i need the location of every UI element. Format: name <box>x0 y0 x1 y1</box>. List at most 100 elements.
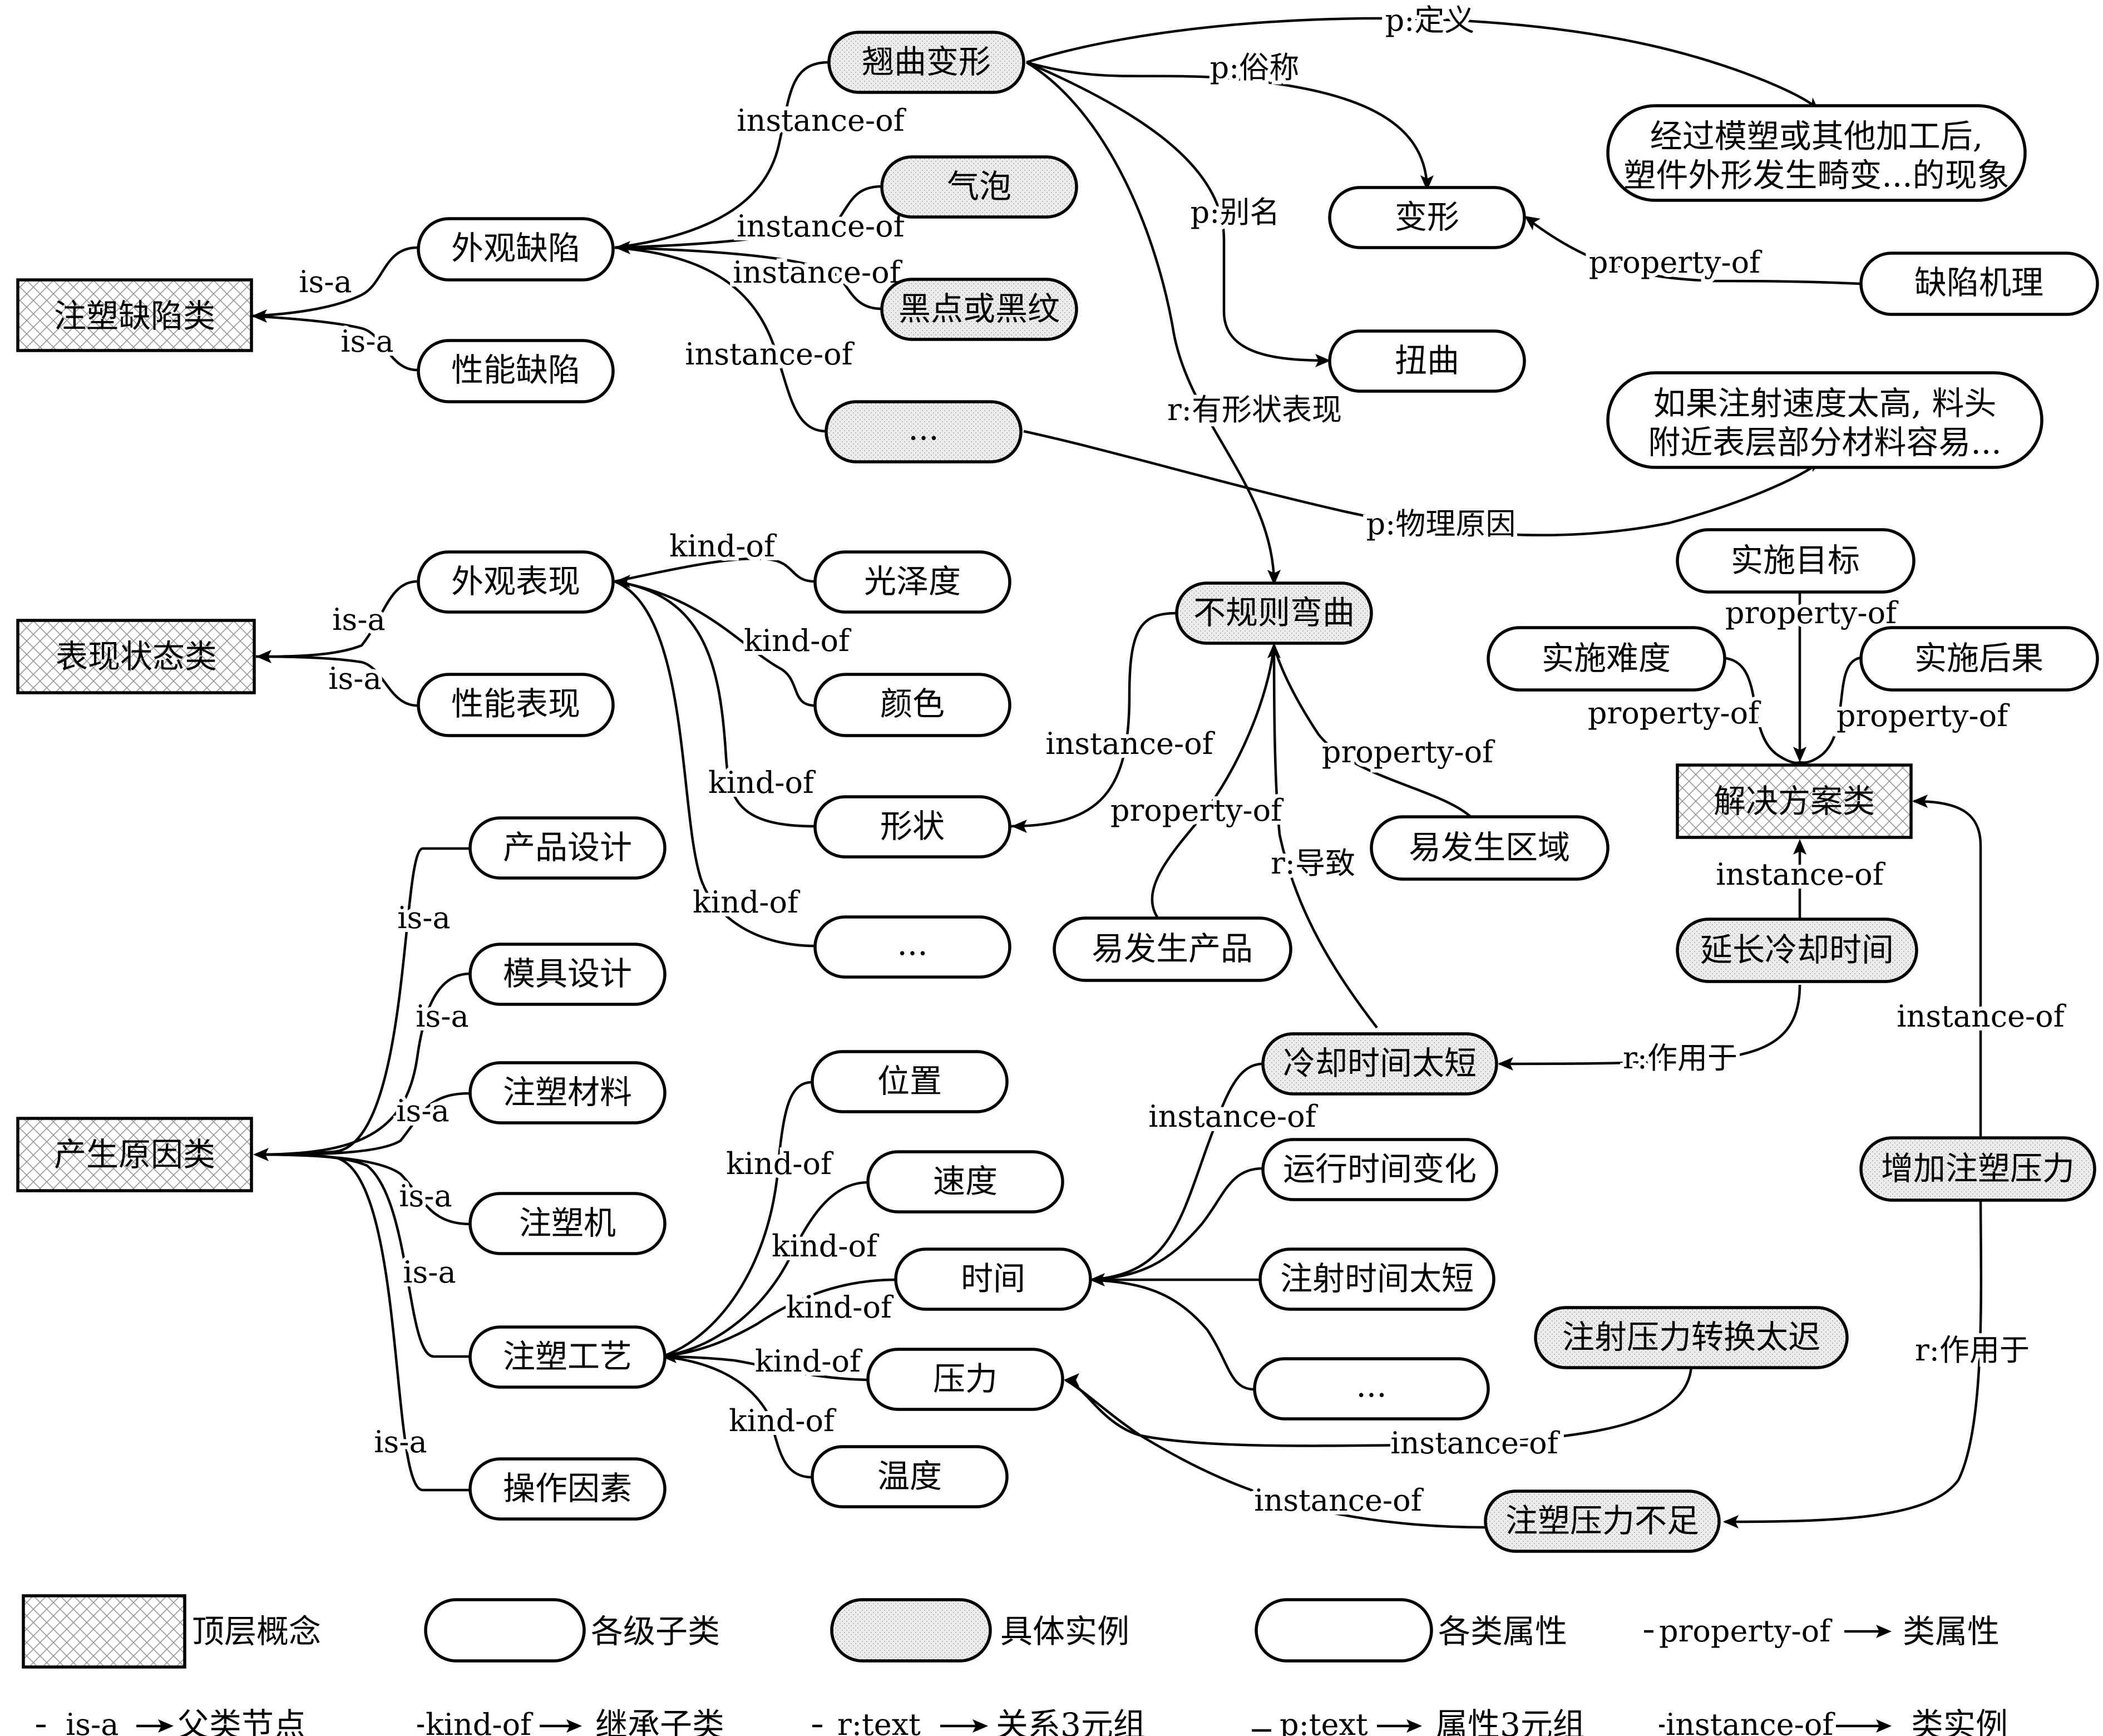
node-xingneng-biaoxian[interactable]: 性能表现 <box>417 673 615 737</box>
svg-text:颜色: 颜色 <box>880 685 945 723</box>
node-zhushe-yali-zhuanhuan[interactable]: 注射压力转换太迟 <box>1534 1306 1849 1369</box>
label-p-bieming: p:别名 <box>1191 195 1280 230</box>
node-zhusu-cailiao[interactable]: 注塑材料 <box>468 1061 667 1125</box>
node-zhusu-gongyi[interactable]: 注塑工艺 <box>468 1325 667 1389</box>
svg-text:...: ... <box>1356 1367 1386 1404</box>
label-r-xingzhuang: r:有形状表现 <box>1167 392 1342 427</box>
node-dingyi[interactable]: 经过模塑或其他加工后, 塑件外形发生畸变...的现象 <box>1606 104 2027 202</box>
svg-text:实施目标: 实施目标 <box>1731 541 1860 579</box>
node-weizhi[interactable]: 位置 <box>811 1050 1009 1113</box>
arrowhead-waiguan-quexian <box>615 241 630 254</box>
node-qiaoqu-bianxing[interactable]: 翘曲变形 <box>827 31 1025 94</box>
node-chansheng-yuanyin-lei[interactable]: 产生原因类 <box>16 1117 253 1192</box>
label-inst-qipao: instance-of <box>737 209 906 244</box>
svg-text:易发生区域: 易发生区域 <box>1409 828 1570 866</box>
svg-text:注射时间太短: 注射时间太短 <box>1280 1260 1474 1298</box>
svg-text:变形: 变形 <box>1395 198 1459 236</box>
label-inst-lengque: instance-of <box>1148 1099 1318 1134</box>
node-chanpin-sheji[interactable]: 产品设计 <box>468 816 667 880</box>
node-yanse[interactable]: 颜色 <box>813 673 1011 737</box>
svg-text:模具设计: 模具设计 <box>503 955 632 993</box>
node-lengque-taiduan[interactable]: 冷却时间太短 <box>1261 1032 1498 1096</box>
node-zhusuji[interactable]: 注塑机 <box>468 1192 667 1255</box>
node-zengjia-yali[interactable]: 增加注塑压力 <box>1859 1136 2096 1202</box>
edge-prop-quyu <box>1272 645 1487 846</box>
node-niuqu[interactable]: 扭曲 <box>1328 329 1526 393</box>
edge-inst-zhuanhuan <box>1065 1363 1693 1447</box>
arrowhead-yali <box>1064 1373 1079 1387</box>
label-prop-mubiao: property-of <box>1725 595 1899 630</box>
svg-text:扭曲: 扭曲 <box>1395 342 1459 379</box>
edge-inst-buzu <box>1064 1379 1486 1529</box>
node-yali[interactable]: 压力 <box>866 1348 1064 1411</box>
arrowhead-bianxing-top <box>1420 175 1434 191</box>
node-zhusu-quexian-lei[interactable]: 注塑缺陷类 <box>16 278 253 352</box>
node-shishi-mubiao[interactable]: 实施目标 <box>1676 528 1916 594</box>
svg-text:形状: 形状 <box>880 807 945 845</box>
label-p-suchen: p:俗称 <box>1210 50 1300 85</box>
node-sudu[interactable]: 速度 <box>866 1150 1064 1214</box>
svg-text:类属性: 类属性 <box>1903 1612 2000 1650</box>
node-xingneng-quexian[interactable]: 性能缺陷 <box>417 339 615 403</box>
node-guangzedu[interactable]: 光泽度 <box>813 550 1011 614</box>
node-bianxing[interactable]: 变形 <box>1328 186 1526 249</box>
svg-text:运行时间变化: 运行时间变化 <box>1283 1150 1477 1188</box>
svg-text:温度: 温度 <box>877 1457 942 1495</box>
svg-text:附近表层部分材料容易...: 附近表层部分材料容易... <box>1648 423 2001 461</box>
label-isa-8: is-a <box>399 1178 452 1214</box>
edge-kind-xingzhuang <box>614 580 816 828</box>
node-dots-defect[interactable]: ... <box>825 400 1023 463</box>
node-waiguan-biaoxian[interactable]: 外观表现 <box>417 550 615 614</box>
label-kind-dots: kind-of <box>693 885 801 920</box>
node-yifasheng-quyu[interactable]: 易发生区域 <box>1370 815 1610 881</box>
edge-inst-qipao <box>614 185 882 249</box>
node-caozuo-yinsu[interactable]: 操作因素 <box>468 1457 667 1521</box>
node-buguize-wanqu[interactable]: 不规则弯曲 <box>1175 581 1373 645</box>
edge-kind-weizhi <box>661 1081 813 1358</box>
svg-text:产生原因类: 产生原因类 <box>54 1136 215 1173</box>
node-quexian-jili[interactable]: 缺陷机理 <box>1859 251 2099 316</box>
legend-attribute: 各类属性 <box>1255 1598 1567 1663</box>
node-dots-appearance[interactable]: ... <box>813 915 1011 979</box>
node-dots-time[interactable]: ... <box>1253 1357 1490 1421</box>
svg-text:延长冷却时间: 延长冷却时间 <box>1700 931 1894 969</box>
legend-instance: 具体实例 <box>830 1598 1129 1663</box>
edge-p-dingyi <box>1026 17 1818 110</box>
svg-text:...: ... <box>897 925 927 963</box>
node-xingzhuang[interactable]: 形状 <box>813 795 1011 859</box>
svg-text:实施后果: 实施后果 <box>1914 639 2043 677</box>
node-zhusu-yali-buzu[interactable]: 注塑压力不足 <box>1484 1490 1721 1553</box>
node-wendu[interactable]: 温度 <box>811 1445 1009 1508</box>
label-prop-quyu: property-of <box>1322 734 1495 770</box>
svg-text:位置: 位置 <box>877 1062 942 1100</box>
node-qipao[interactable]: 气泡 <box>880 155 1078 219</box>
svg-text:外观缺陷: 外观缺陷 <box>451 229 580 267</box>
node-shishi-houguo[interactable]: 实施后果 <box>1859 626 2099 692</box>
edge-p-bieming <box>1026 61 1330 362</box>
node-biaoxian-zhuangtai-lei[interactable]: 表现状态类 <box>16 619 256 694</box>
svg-text:各级子类: 各级子类 <box>591 1612 720 1650</box>
node-waiguan-quexian[interactable]: 外观缺陷 <box>417 217 615 282</box>
node-shijian[interactable]: 时间 <box>894 1247 1092 1311</box>
edge-inst-dots <box>614 246 827 433</box>
node-jiejue-fangan-lei[interactable]: 解决方案类 <box>1676 763 1913 839</box>
label-prop-houguo: property-of <box>1837 698 2010 733</box>
svg-text:注塑压力不足: 注塑压力不足 <box>1505 1502 1699 1540</box>
node-zhushe-shijian[interactable]: 注射时间太短 <box>1258 1247 1495 1311</box>
node-heidian[interactable]: 黑点或黑纹 <box>880 278 1078 341</box>
label-isa-10: is-a <box>374 1424 427 1459</box>
edge-r-daozhi <box>1272 645 1378 1029</box>
svg-text:性能缺陷: 性能缺陷 <box>451 351 580 389</box>
svg-text:如果注射速度太高, 料头: 如果注射速度太高, 料头 <box>1653 384 1997 422</box>
label-r-daozhi: r:导致 <box>1271 846 1355 881</box>
svg-text:注塑材料: 注塑材料 <box>503 1073 632 1111</box>
node-shishi-nandu[interactable]: 实施难度 <box>1487 626 1726 692</box>
node-yanchang-lengque[interactable]: 延长冷却时间 <box>1676 918 1918 983</box>
edge-r-zuoyong2 <box>1724 1193 1983 1523</box>
node-wuli[interactable]: 如果注射速度太高, 料头 附近表层部分材料容易... <box>1606 371 2043 469</box>
node-muju-sheji[interactable]: 模具设计 <box>468 943 667 1006</box>
arrowhead-zhusu-gongyi <box>661 1350 677 1363</box>
node-yifasheng-chanpin[interactable]: 易发生产品 <box>1053 916 1292 982</box>
node-yunxing-shijian[interactable]: 运行时间变化 <box>1261 1138 1498 1201</box>
arrowhead-jiejue-top <box>1793 747 1806 762</box>
